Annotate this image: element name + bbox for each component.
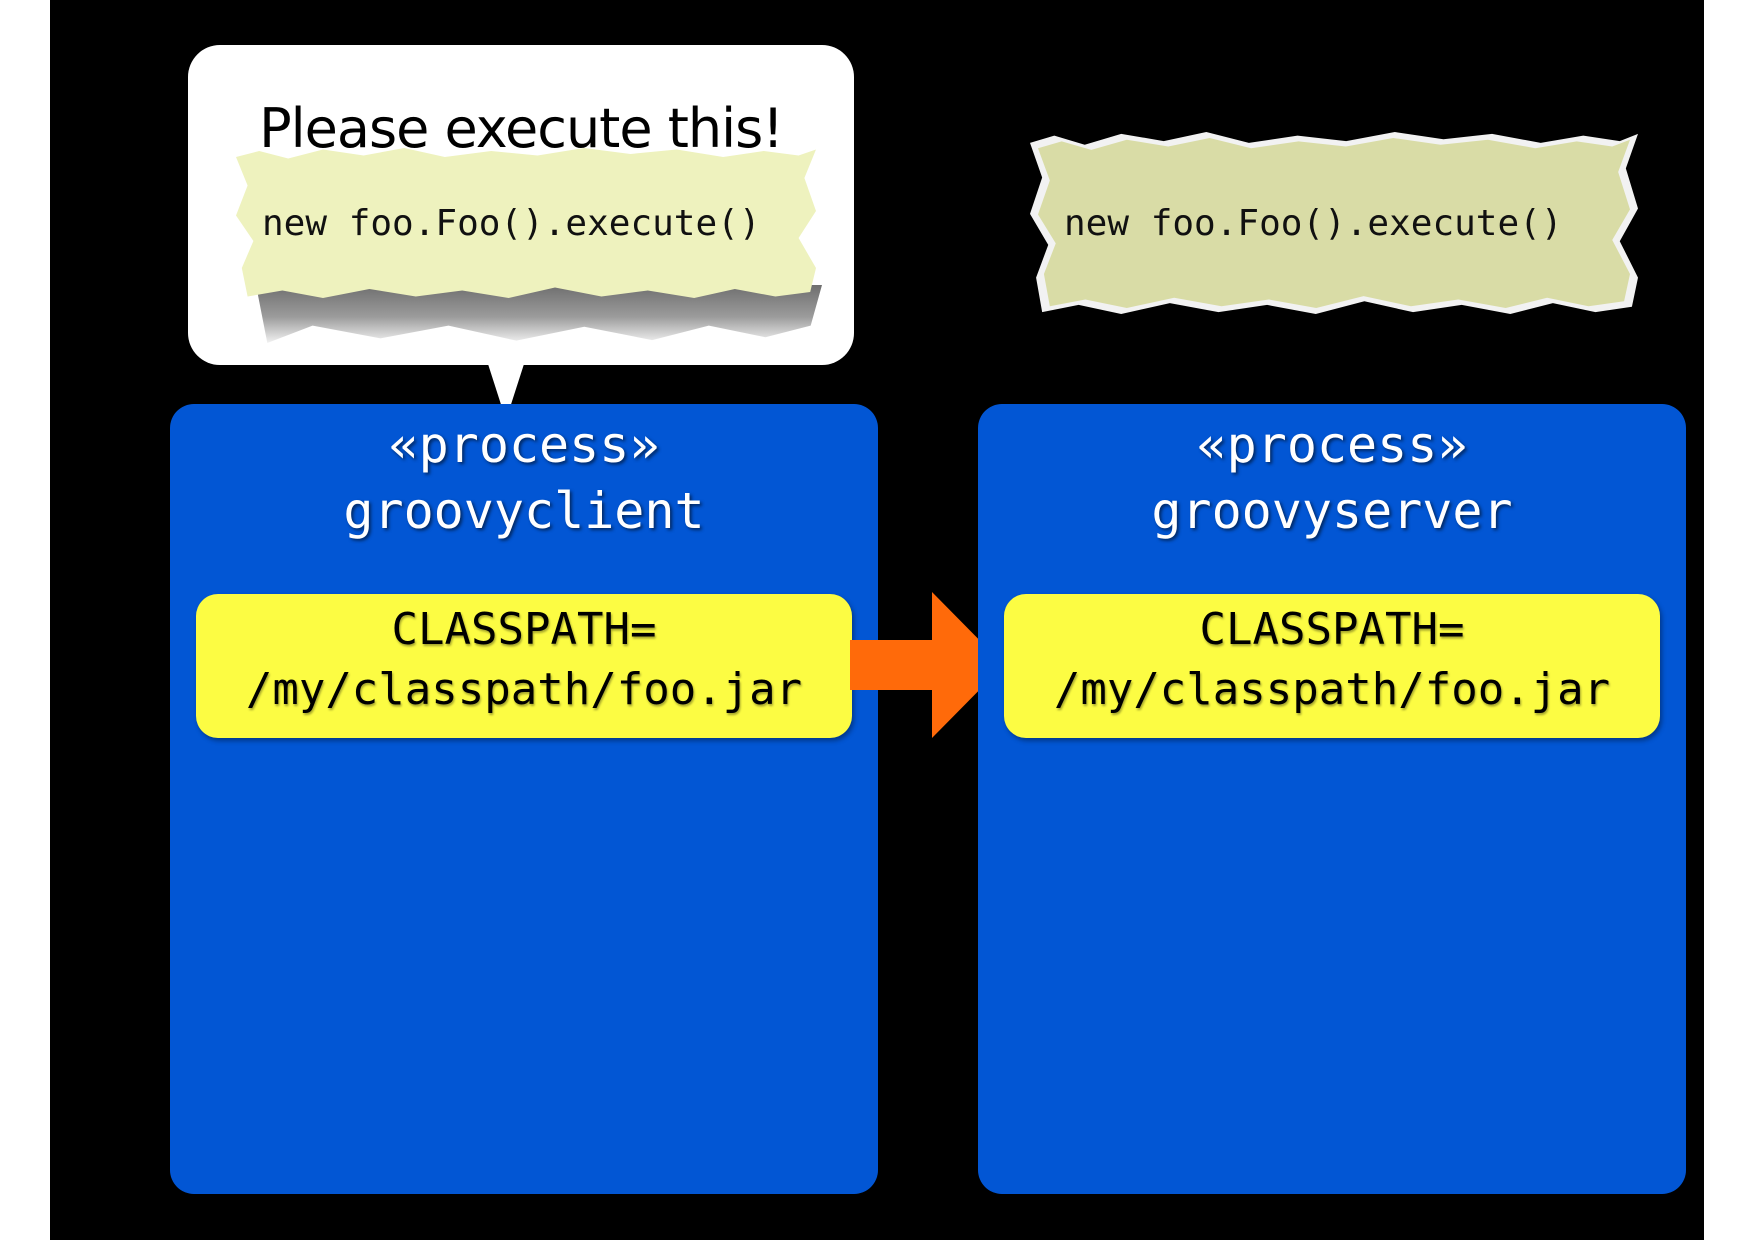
slide-background: Please execute this! new foo.Foo().execu… <box>50 0 1704 1240</box>
classpath-box: CLASSPATH= /my/classpath/foo.jar <box>196 594 852 738</box>
transfer-arrow-icon <box>850 592 1004 738</box>
bubble-title: Please execute this! <box>259 97 784 160</box>
classpath-value: /my/classpath/foo.jar <box>245 664 803 715</box>
process-name: groovyserver <box>1151 482 1513 540</box>
classpath-label: CLASSPATH= <box>1199 604 1465 655</box>
classpath-value: /my/classpath/foo.jar <box>1053 664 1611 715</box>
process-groovyserver: «process» groovyserver CLASSPATH= /my/cl… <box>978 404 1686 1194</box>
server-code-text: new foo.Foo().execute() <box>1064 202 1563 244</box>
classpath-label: CLASSPATH= <box>391 604 657 655</box>
process-name: groovyclient <box>343 482 705 540</box>
client-code-note: new foo.Foo().execute() <box>236 148 816 298</box>
client-code-text: new foo.Foo().execute() <box>262 202 761 244</box>
process-stereotype: «process» <box>1196 416 1468 474</box>
process-groovyclient: «process» groovyclient CLASSPATH= /my/cl… <box>170 404 878 1194</box>
classpath-box: CLASSPATH= /my/classpath/foo.jar <box>1004 594 1660 738</box>
process-stereotype: «process» <box>388 416 660 474</box>
server-code-note: new foo.Foo().execute() <box>1038 138 1630 308</box>
